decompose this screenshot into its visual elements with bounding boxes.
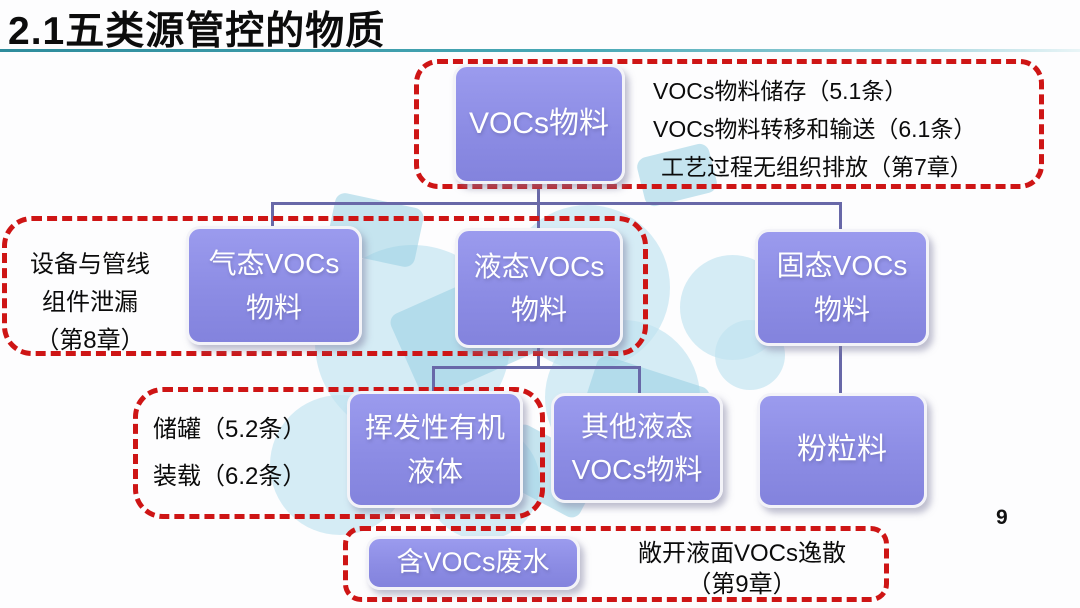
annotation-line: （第8章）: [35, 327, 145, 354]
dashed-group-tank-loading: [133, 387, 545, 519]
annotation-equipment-leak: 设备与管线 组件泄漏 （第8章）: [6, 246, 174, 360]
connector-line: [638, 366, 641, 394]
node-label: VOCs物料: [571, 454, 703, 485]
annotation-line: 储罐（5.2条）: [153, 416, 307, 443]
annotation-line: 工艺过程无组织排放（第7章）: [661, 154, 973, 180]
dashed-group-equipment-leak: [2, 216, 648, 356]
node-label: 固态VOCs: [776, 250, 908, 282]
node-other-liquid-vocs: 其他液态 VOCs物料: [551, 393, 723, 503]
connector-line: [537, 348, 540, 368]
annotation-open-surface: 敞开液面VOCs逸散 （第9章）: [598, 538, 886, 600]
connector-line: [271, 202, 274, 228]
node-volatile-organic-liquid: 挥发性有机 液体: [347, 391, 523, 508]
node-label: 物料: [510, 294, 567, 325]
node-liquid-vocs: 液态VOCs 物料: [455, 228, 623, 348]
connector-line: [432, 366, 641, 369]
connector-line: [839, 346, 842, 394]
annotation-line: （第9章）: [687, 571, 797, 598]
node-vocs-wastewater: 含VOCs废水: [366, 536, 580, 590]
page-title: 2.1五类源管控的物质: [8, 10, 386, 53]
node-label: 气态VOCs: [208, 248, 340, 280]
connector-line: [432, 366, 435, 393]
dashed-group-open-surface: [343, 526, 889, 602]
annotation-line: 敞开液面VOCs逸散: [637, 540, 846, 567]
node-label: 液态VOCs: [473, 250, 605, 282]
node-label: 挥发性有机: [364, 412, 505, 444]
connector-line: [271, 202, 842, 205]
node-powder-material: 粉粒料: [757, 393, 927, 508]
node-label: 粉粒料: [797, 433, 887, 467]
dashed-group-storage-transfer: [414, 59, 1044, 189]
node-vocs-material: VOCs物料: [453, 64, 625, 184]
annotation-line: 装载（6.2条）: [153, 463, 307, 490]
node-label: 液体: [406, 455, 463, 487]
node-label: 含VOCs废水: [396, 547, 550, 578]
node-label: VOCs物料: [468, 106, 609, 140]
connector-line: [839, 202, 842, 231]
node-label: 物料: [245, 291, 302, 323]
annotation-line: 设备与管线: [30, 251, 150, 278]
annotation-storage-transfer: VOCs物料储存（5.1条） VOCs物料转移和输送（6.1条） 工艺过程无组织…: [653, 72, 976, 186]
node-label: 物料: [813, 293, 870, 325]
annotation-line: VOCs物料储存（5.1条）: [653, 78, 908, 104]
annotation-line: VOCs物料转移和输送（6.1条）: [653, 116, 977, 142]
annotation-tank-loading: 储罐（5.2条） 装载（6.2条）: [153, 406, 306, 500]
page-number: 9: [996, 506, 1008, 529]
node-gas-vocs: 气态VOCs 物料: [186, 226, 362, 345]
title-underline: [0, 49, 1080, 52]
node-label: 其他液态: [580, 410, 693, 442]
connector-line: [537, 184, 540, 204]
node-solid-vocs: 固态VOCs 物料: [755, 229, 929, 346]
annotation-line: 组件泄漏: [42, 289, 138, 316]
